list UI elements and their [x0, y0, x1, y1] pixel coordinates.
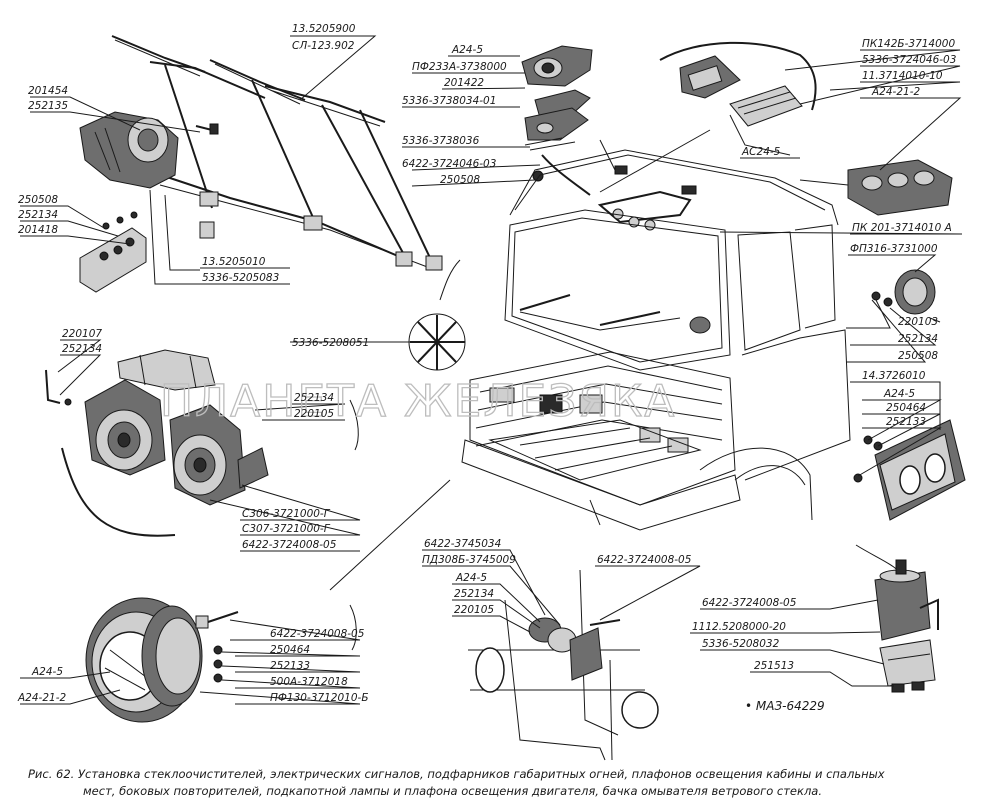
headlamp-drawing — [85, 597, 239, 723]
label-headlamp-a24-21-2: А24-21-2 — [17, 692, 66, 704]
label-washer-wire: 6422-3724008-05 — [702, 597, 797, 609]
label-foglamp-252133: 252133 — [886, 416, 926, 428]
label-repeater-fp316: ФП316-3731000 — [850, 243, 938, 255]
label-lamp-a24-5-top: А24-5 — [451, 44, 483, 56]
label-nut-220103: 220103 — [898, 316, 938, 328]
label-wire-6422-3724046-03-top: 6422-3724046-03 — [402, 158, 496, 170]
label-marker-pk201: ПК 201-3714010 А — [852, 222, 952, 234]
label-engine-252134: 252134 — [454, 588, 494, 600]
label-headlamp-pf130: ПФ130-3712010-Б — [270, 692, 369, 704]
label-lamp-pf233: ПФ233А-3738000 — [412, 61, 507, 73]
label-engine-a24-5: А24-5 — [455, 572, 487, 584]
label-marker-pk142b: ПК142Б-3714000 — [862, 38, 955, 50]
label-engine-lamp-pd308: ПД308Б-3745009 — [422, 554, 516, 566]
horns-drawing — [45, 349, 269, 537]
label-nut-250508-right: 250508 — [898, 350, 938, 362]
label-engine-wire-6422-3745034: 6422-3745034 — [424, 538, 501, 550]
label-model: • МАЗ-64229 — [745, 699, 825, 713]
label-lamp-a24-21-2-top: А24-21-2 — [871, 86, 920, 98]
label-washer-252134-left: 252134 — [18, 209, 58, 221]
label-foglamp-14: 14.3726010 — [862, 370, 926, 382]
label-headlamp-250464: 250464 — [270, 644, 310, 656]
label-horn-washer-252134: 252134 — [62, 343, 102, 355]
label-foglamp-250464: 250464 — [886, 402, 926, 414]
label-washer-bracket: 5336-5208032 — [702, 638, 780, 650]
label-headlamp-252133: 252133 — [270, 660, 310, 672]
label-nut-250508-top: 250508 — [440, 174, 480, 186]
foglamp-drawing — [853, 269, 966, 521]
label-horn-c307: С307-3721000-Г — [242, 523, 331, 535]
figure-caption: Рис. 62. Установка стеклоочистителей, эл… — [28, 766, 978, 800]
label-horn-bolt-220107: 220107 — [62, 328, 102, 340]
label-washer-bolt: 251513 — [754, 660, 794, 672]
label-washer-252135: 252135 — [28, 100, 68, 112]
wiper-cable-drawing — [408, 313, 466, 371]
caption-line-2: мест, боковых повторителей, подкапотной … — [83, 784, 822, 798]
label-headlamp-wire: 6422-3724008-05 — [270, 628, 365, 640]
label-washer-tank: 1112.5208000-20 — [692, 621, 786, 633]
label-lamp-housing: 5336-3738034-01 — [402, 95, 496, 107]
leader-lines — [20, 35, 963, 705]
label-bolt-201418: 201418 — [18, 224, 58, 236]
cab-drawing — [461, 149, 851, 531]
label-wiper-cable: 5336-5208051 — [292, 337, 369, 349]
label-foglamp-a24-5: А24-5 — [883, 388, 915, 400]
label-horn-wire: 6422-3724008-05 — [242, 539, 337, 551]
label-wiper-motor: 5336-5205083 — [202, 272, 279, 284]
label-wiper-assembly: 13.5205900 — [292, 23, 356, 35]
roof-marker-lamps-drawing — [659, 41, 953, 216]
watermark: ПЛАНЕТА ЖЕЛЕЗЯКА — [160, 376, 676, 427]
label-washer-252134-right: 252134 — [898, 333, 938, 345]
label-engine-wire-6422-3724008: 6422-3724008-05 — [597, 554, 692, 566]
label-lamp-ac24-5: АС24-5 — [741, 146, 781, 158]
engine-lamp-drawing — [468, 569, 659, 761]
label-headlamp-a24-5: А24-5 — [31, 666, 63, 678]
label-horn-washer-252134-b: 252134 — [294, 392, 334, 404]
label-nut-250508-left: 250508 — [18, 194, 58, 206]
label-headlamp-500a: 500А-3712018 — [270, 676, 348, 688]
washer-tank-drawing — [855, 544, 939, 693]
label-wiper-linkage: 13.5205010 — [202, 256, 266, 268]
label-marker-wire: 5336-3724046-03 — [862, 54, 956, 66]
label-lamp-base: 5336-3738036 — [402, 135, 480, 147]
label-horn-c306: С306-3721000-Г — [242, 508, 331, 520]
label-horn-nut-220105: 220105 — [294, 408, 334, 420]
label-engine-220105: 220105 — [454, 604, 494, 616]
label-marker-lens: 11.3714010-10 — [862, 70, 943, 82]
cabin-lamp-drawing — [521, 45, 593, 196]
label-screw-201422: 201422 — [444, 77, 484, 89]
caption-line-1: Рис. 62. Установка стеклоочистителей, эл… — [28, 767, 885, 781]
label-wiper-blade: СЛ-123.902 — [292, 40, 355, 52]
part-labels: 13.5205900 СЛ-123.902 201454 252135 2505… — [17, 23, 956, 713]
label-bolt-201454: 201454 — [28, 85, 68, 97]
wiper-assembly-drawing — [79, 35, 443, 293]
